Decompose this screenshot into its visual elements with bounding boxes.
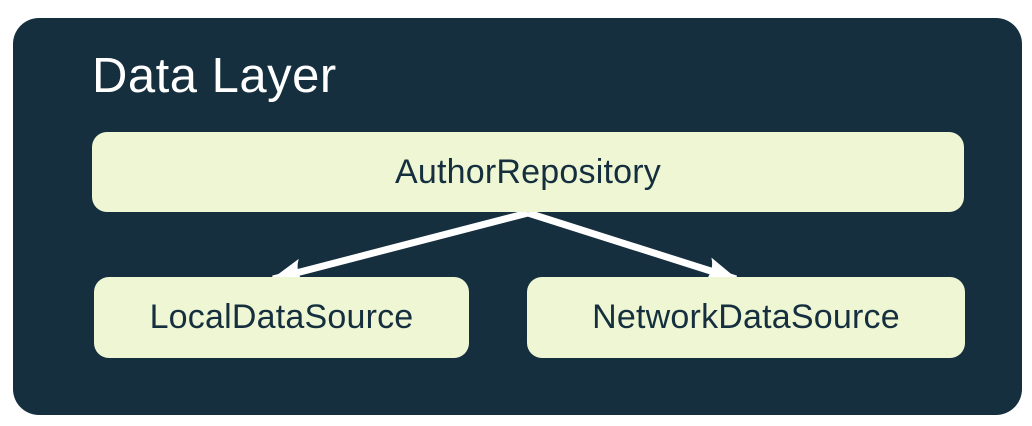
arrow-repository-to-network — [526, 209, 738, 283]
node-author-repository-label: AuthorRepository — [395, 152, 661, 191]
data-layer-container: Data Layer AuthorRepository LocalDataSou… — [13, 18, 1022, 415]
node-network-data-source: NetworkDataSource — [527, 277, 965, 358]
arrow-repository-to-local — [271, 209, 529, 285]
node-network-data-source-label: NetworkDataSource — [592, 298, 900, 336]
node-local-data-source-label: LocalDataSource — [149, 298, 414, 336]
diagram-title: Data Layer — [92, 49, 337, 103]
node-author-repository: AuthorRepository — [92, 132, 964, 212]
node-local-data-source: LocalDataSource — [94, 277, 469, 358]
